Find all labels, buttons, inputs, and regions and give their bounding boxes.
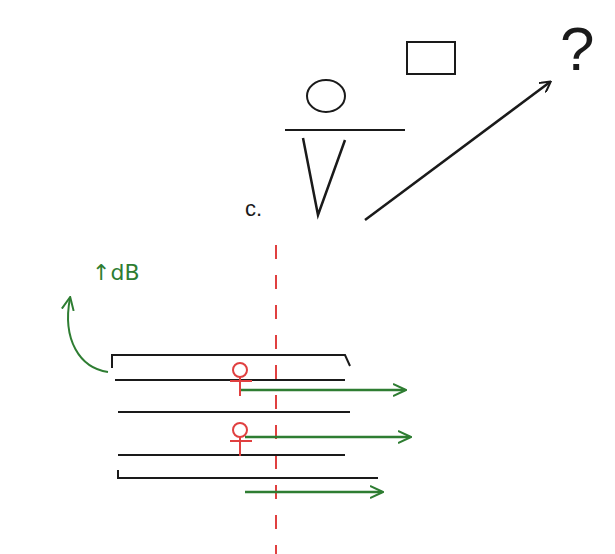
sketch-label: ↑dB <box>92 262 140 284</box>
sketch-label: c. <box>245 198 262 220</box>
flow-arrow <box>245 491 382 494</box>
layer-line <box>118 454 345 456</box>
layer-line <box>118 470 378 478</box>
flow-arrow <box>245 436 410 439</box>
square-shape <box>407 42 455 74</box>
sketch-label: ? <box>560 18 594 80</box>
circle-shape <box>307 80 345 112</box>
pointer-arrow <box>365 82 550 220</box>
layer-line <box>115 379 345 381</box>
curved-arrow <box>68 298 108 372</box>
center-axis <box>275 245 277 554</box>
bar-line <box>285 129 405 131</box>
layer-line <box>112 355 350 368</box>
v-shape <box>303 138 345 215</box>
red-figure <box>230 363 252 396</box>
red-figure <box>230 423 252 456</box>
layer-line <box>118 411 350 413</box>
flow-arrow <box>240 389 405 392</box>
